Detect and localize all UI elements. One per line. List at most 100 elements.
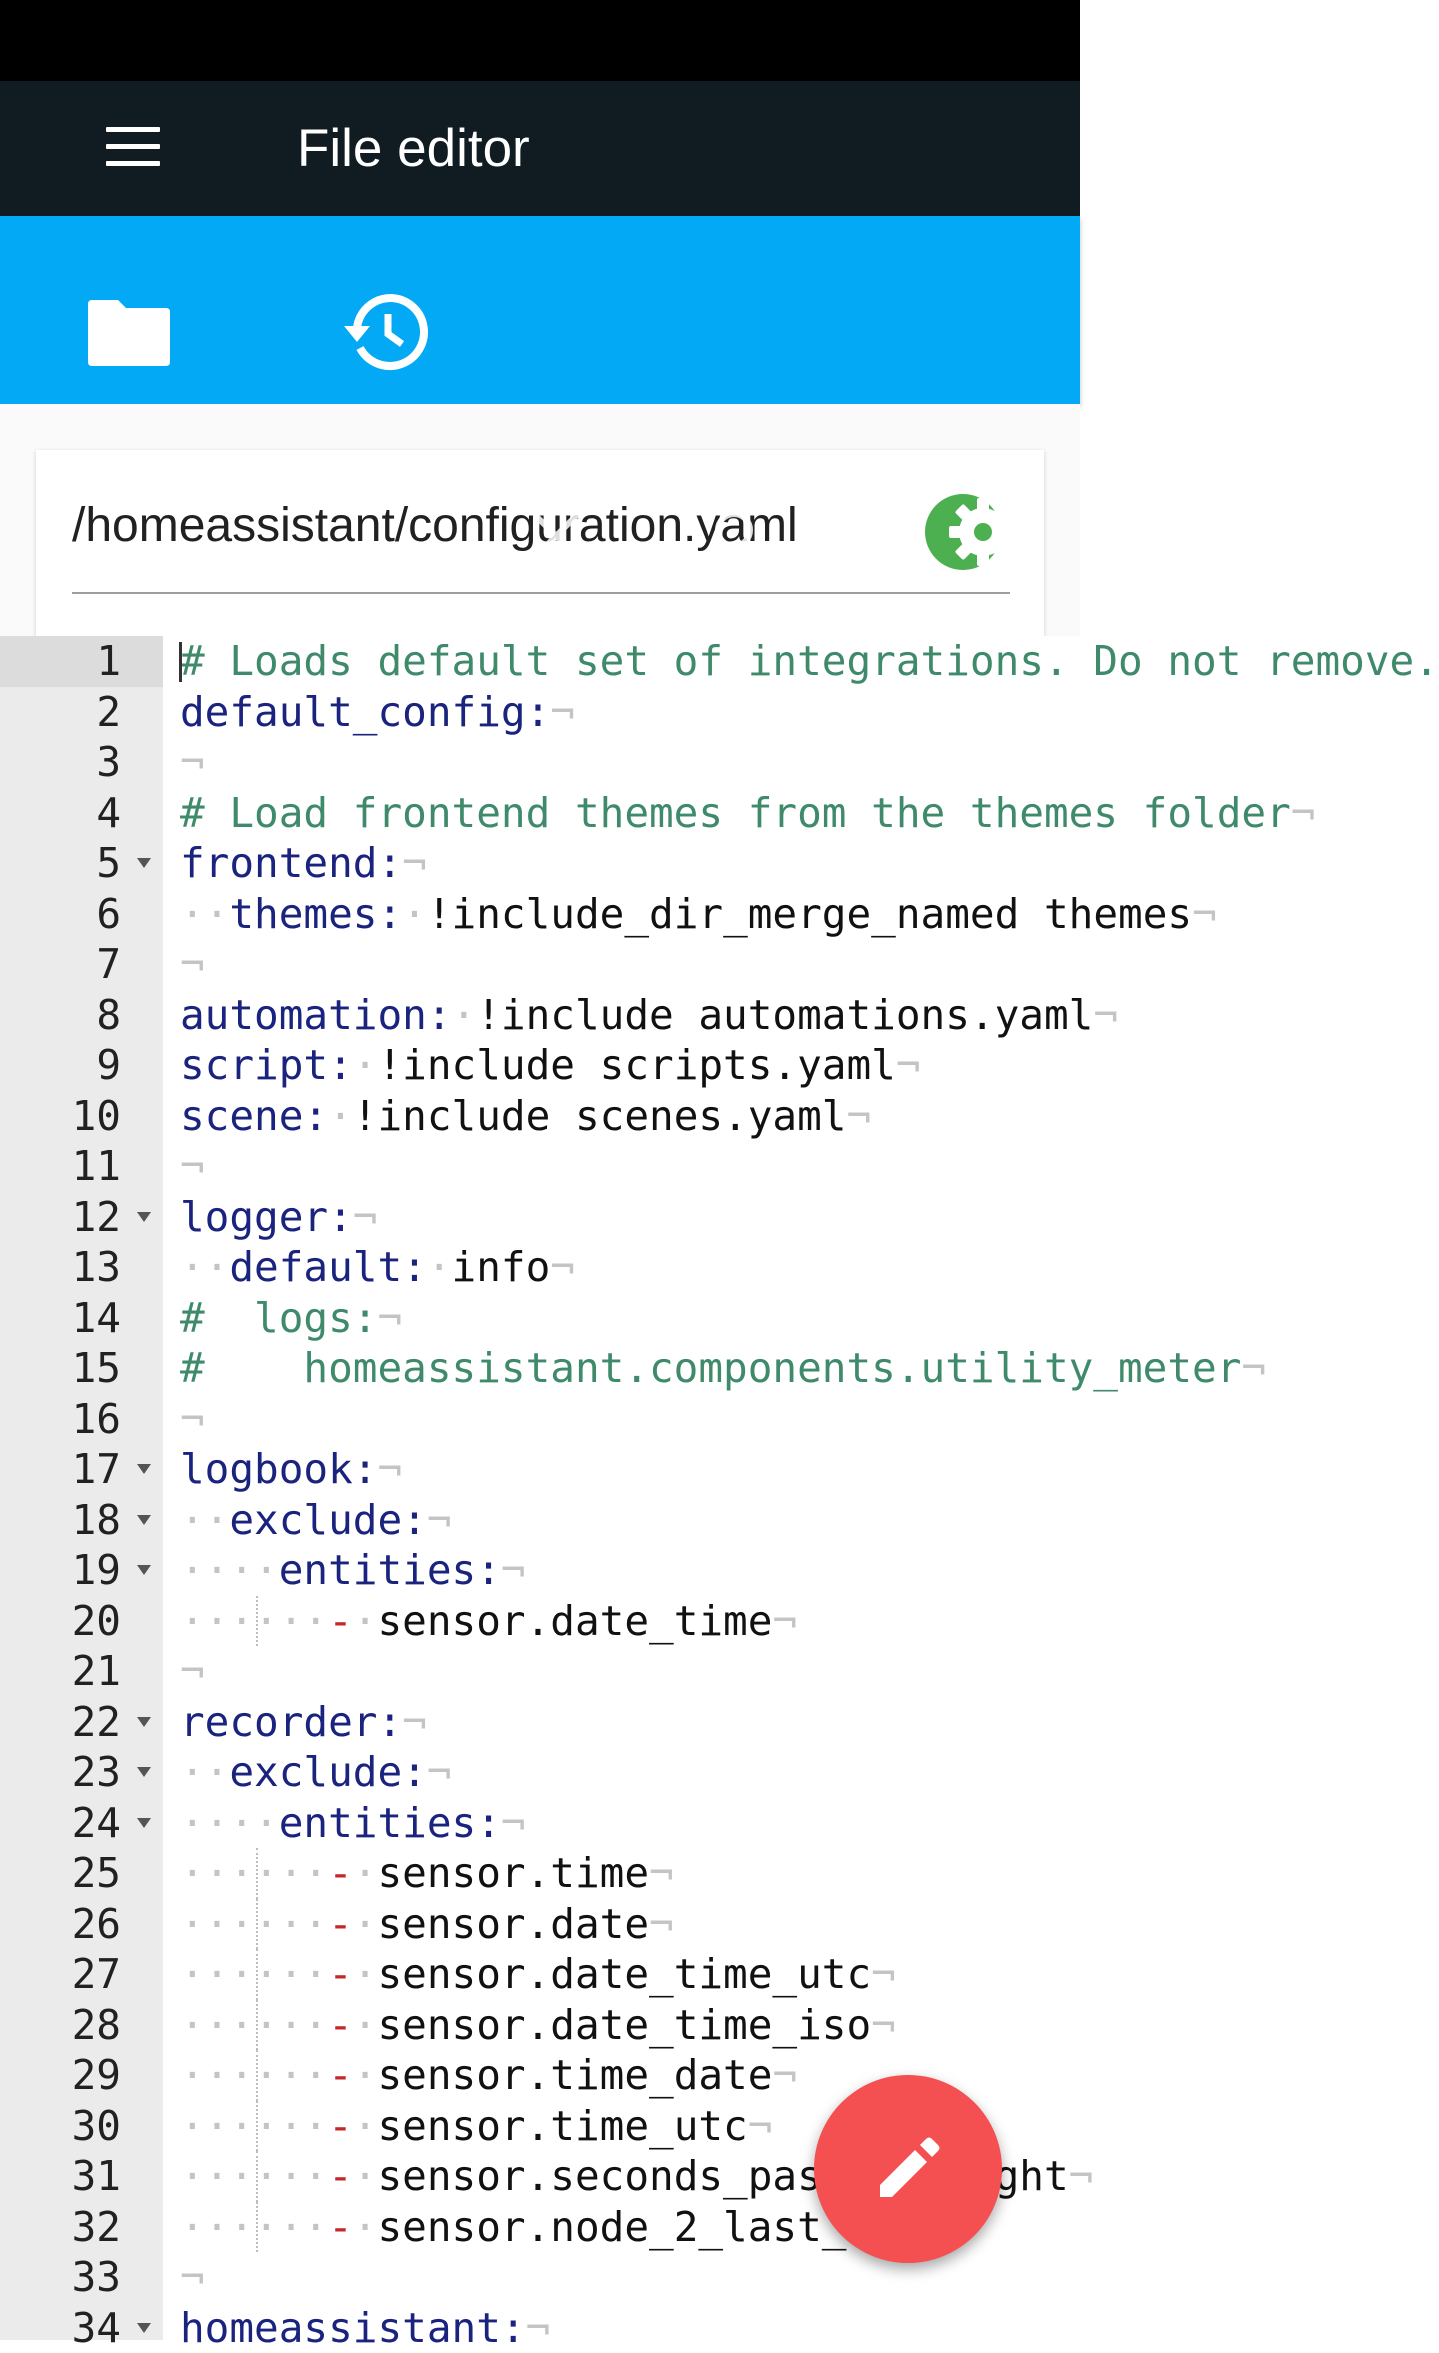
code-text: # Loads default set of integrations. Do … — [180, 636, 1439, 687]
line-number: 34 — [72, 2303, 121, 2353]
fold-arrow-icon[interactable] — [137, 1212, 151, 1222]
code-line[interactable]: 24····entities:¬ — [0, 1798, 1080, 1849]
close-icon[interactable] — [530, 510, 582, 562]
line-number-cell: 22 — [0, 1697, 163, 1748]
edit-fab-button[interactable] — [814, 2075, 1002, 2263]
fold-arrow-icon[interactable] — [137, 1515, 151, 1525]
menu-icon[interactable] — [106, 127, 160, 167]
line-number: 4 — [96, 788, 121, 839]
code-line[interactable]: 20 ······-·sensor.date_time¬ — [0, 1596, 1080, 1647]
eol-marker: ¬ — [1192, 890, 1217, 938]
fold-arrow-icon[interactable] — [137, 2323, 151, 2333]
code-line[interactable]: 28······-·sensor.date_time_iso¬ — [0, 2000, 1080, 2051]
code-line[interactable]: 19····entities:¬ — [0, 1545, 1080, 1596]
key-token: default: — [229, 1243, 426, 1291]
indent-dots: ······ — [180, 2102, 328, 2150]
code-line[interactable]: 26······-·sensor.date¬ — [0, 1899, 1080, 1950]
code-line[interactable]: 22 recorder:¬ — [0, 1697, 1080, 1748]
space-token: · — [353, 1597, 378, 1645]
code-line[interactable]: 6··themes:·!include_dir_merge_named them… — [0, 889, 1080, 940]
indent-guide — [256, 2101, 258, 2152]
line-number-cell: 1 — [0, 636, 163, 687]
code-text: default_config:¬ — [180, 687, 575, 738]
fold-arrow-icon[interactable] — [137, 1818, 151, 1828]
key-token: frontend: — [180, 839, 402, 887]
history-icon[interactable] — [344, 290, 428, 374]
eol-marker: ¬ — [772, 2051, 797, 2099]
eol-marker: ¬ — [377, 1445, 402, 1493]
line-number: 29 — [72, 2050, 121, 2101]
line-number: 8 — [96, 990, 121, 1041]
fold-arrow-icon[interactable] — [137, 1717, 151, 1727]
indent-dots: ······ — [180, 1950, 328, 1998]
code-text: homeassistant:¬ — [180, 2303, 550, 2353]
code-line[interactable]: 13··default:·info¬ — [0, 1242, 1080, 1293]
indent-guide — [256, 2151, 258, 2202]
line-number-cell: 27 — [0, 1949, 163, 2000]
value-token: sensor.time_utc — [377, 2102, 747, 2150]
dash-token: - — [328, 1597, 353, 1645]
comment-token: # Loads default set of integrations. Do … — [180, 637, 1439, 685]
dash-token: - — [328, 1849, 353, 1897]
space-token: · — [452, 991, 477, 1039]
line-number-cell: 10 — [0, 1091, 163, 1142]
code-text: recorder:¬ — [180, 1697, 427, 1748]
fold-arrow-icon[interactable] — [137, 1565, 151, 1575]
line-number-cell: 3 — [0, 737, 163, 788]
code-line[interactable]: 11¬ — [0, 1141, 1080, 1192]
code-text: ¬ — [180, 939, 205, 990]
search-icon[interactable] — [712, 508, 772, 568]
line-number-cell: 17 — [0, 1444, 163, 1495]
code-line[interactable]: 14# logs:¬ — [0, 1293, 1080, 1344]
eol-marker: ¬ — [649, 1849, 674, 1897]
settings-icon[interactable] — [925, 492, 1025, 572]
space-token: · — [328, 1092, 353, 1140]
eol-marker: ¬ — [748, 2102, 773, 2150]
folder-icon[interactable] — [86, 296, 172, 368]
line-number: 18 — [72, 1495, 121, 1546]
key-token: entities: — [279, 1799, 501, 1847]
code-line[interactable]: 16¬ — [0, 1394, 1080, 1445]
fold-arrow-icon[interactable] — [137, 1767, 151, 1777]
eol-marker: ¬ — [1069, 2152, 1094, 2200]
code-line[interactable]: 3¬ — [0, 737, 1080, 788]
line-number-cell: 6 — [0, 889, 163, 940]
eol-marker: ¬ — [180, 2253, 205, 2301]
eol-marker: ¬ — [501, 1799, 526, 1847]
line-number-cell: 29 — [0, 2050, 163, 2101]
code-line[interactable]: 23··exclude:¬ — [0, 1747, 1080, 1798]
fold-arrow-icon[interactable] — [137, 858, 151, 868]
eol-marker: ¬ — [180, 1647, 205, 1695]
line-number-cell: 20 — [0, 1596, 163, 1647]
line-number: 24 — [72, 1798, 121, 1849]
line-number-cell: 32 — [0, 2202, 163, 2253]
code-line[interactable]: 25······-·sensor.time¬ — [0, 1848, 1080, 1899]
line-number-cell: 8 — [0, 990, 163, 1041]
comment-token: # Load frontend themes from the themes f… — [180, 789, 1291, 837]
indent-dots: ······ — [180, 2001, 328, 2049]
fold-arrow-icon[interactable] — [137, 1464, 151, 1474]
code-text: frontend:¬ — [180, 838, 427, 889]
code-line[interactable]: 4# Load frontend themes from the themes … — [0, 788, 1080, 839]
line-number: 10 — [72, 1091, 121, 1142]
code-line[interactable]: 1# Loads default set of integrations. Do… — [0, 636, 1080, 687]
code-line[interactable]: 7¬ — [0, 939, 1080, 990]
line-number: 26 — [72, 1899, 121, 1950]
file-path-input[interactable]: /homeassistant/configuration.yaml — [72, 492, 912, 560]
code-line[interactable]: 27······-·sensor.date_time_utc¬ — [0, 1949, 1080, 2000]
code-line[interactable]: 15# homeassistant.components.utility_met… — [0, 1343, 1080, 1394]
code-text: ····entities:¬ — [180, 1545, 526, 1596]
code-line[interactable]: 34 homeassistant:¬ — [0, 2303, 1080, 2353]
code-line[interactable]: 21¬ — [0, 1646, 1080, 1697]
line-number: 22 — [72, 1697, 121, 1748]
code-line[interactable]: 18··exclude:¬ — [0, 1495, 1080, 1546]
code-text: ······-·sensor.date_time¬ — [180, 1596, 797, 1647]
line-number-cell: 16 — [0, 1394, 163, 1445]
